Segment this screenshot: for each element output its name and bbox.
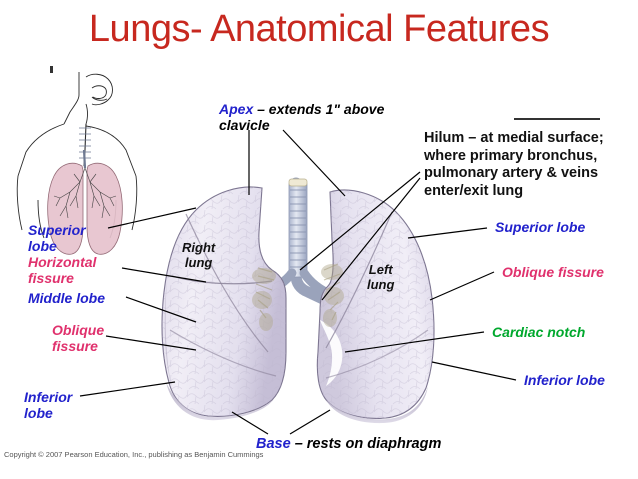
- label-middle-lobe: Middle lobe: [28, 290, 105, 306]
- label-horizontal-fissure: Horizontal fissure: [28, 254, 97, 286]
- label-left-lung: Left lung: [367, 262, 395, 292]
- page-title: Lungs- Anatomical Features: [88, 8, 550, 50]
- copyright-notice: Copyright © 2007 Pearson Education, Inc.…: [4, 450, 264, 459]
- label-right-lung: Right lung: [182, 240, 216, 270]
- annotation-base: Base – rests on diaphragm: [256, 436, 441, 452]
- base-term: Base: [256, 436, 291, 452]
- hilum-divider-rule: [514, 118, 600, 120]
- annotation-apex: Apex – extends 1" above clavicle: [219, 101, 419, 133]
- label-inferior-lobe-right: Inferior lobe: [524, 372, 605, 388]
- left-lung-shape: [316, 189, 435, 424]
- label-superior-lobe-right: Superior lobe: [495, 219, 586, 235]
- right-lung-shape: [161, 186, 287, 421]
- apex-term: Apex: [219, 101, 254, 117]
- base-description: – rests on diaphragm: [290, 436, 442, 452]
- torso-inset-lungs: [47, 66, 123, 255]
- label-oblique-fissure-left: Oblique fissure: [52, 322, 105, 354]
- hilum-term: Hilum: [424, 130, 465, 146]
- leader-lines: [79, 129, 517, 435]
- hilum-description: – at medial surface; where primary bronc…: [424, 130, 604, 199]
- label-inferior-lobe-left: Inferior lobe: [24, 389, 73, 421]
- label-superior-lobe-left: Superior lobe: [28, 222, 86, 254]
- label-cardiac-notch: Cardiac notch: [492, 324, 586, 340]
- label-oblique-fissure-right: Oblique fissure: [502, 264, 604, 280]
- apex-description: – extends 1" above clavicle: [219, 101, 385, 133]
- annotation-hilum: Hilum – at medial surface; where primary…: [424, 130, 638, 200]
